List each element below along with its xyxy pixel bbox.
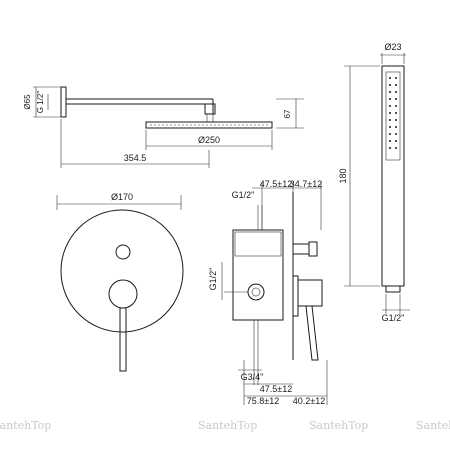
valve-body (232, 229, 284, 321)
mixer-side-view: G1/2" 47.5±12 34.7±12 G1/2" G3/4" 47.5±1… (208, 179, 328, 406)
dim-top-thread: G1/2" (232, 190, 255, 200)
watermark: SantehTop (309, 419, 368, 432)
dim-plate-diameter: Ø170 (111, 192, 133, 202)
mixer-lever (119, 307, 127, 372)
dim-top-depth-a: 47.5±12 (260, 179, 292, 189)
side-cover-plate (292, 275, 299, 317)
dim-arm-length: 354.5 (124, 153, 147, 163)
hand-shower-assembly: Ø23 180 G1/2" (338, 42, 410, 323)
side-outlet (247, 283, 265, 301)
mixer-handle-hub (108, 279, 138, 309)
dim-bottom-depth-b: 75.8±12 (247, 396, 279, 406)
dim-bottom-depth-a: 47.5±12 (260, 384, 292, 394)
side-handle (297, 279, 323, 307)
dim-handle-diameter: Ø23 (384, 42, 401, 52)
rain-shower-head (145, 121, 273, 129)
head-connector (204, 103, 216, 115)
dim-handle-length: 180 (338, 168, 348, 183)
watermark: SantehTop (0, 419, 51, 432)
watermark: SantehTop (198, 419, 257, 432)
hand-shower-thread-end (385, 285, 401, 293)
hand-shower-spray-face (385, 71, 401, 161)
dim-wall-thread: G 1/2" (36, 91, 45, 114)
dim-bottom-thread: G3/4" (241, 372, 264, 382)
dim-top-depth-b: 34.7±12 (290, 179, 322, 189)
dim-head-diameter: Ø250 (198, 135, 220, 145)
watermark: SantehTop (416, 419, 450, 432)
dim-bottom-depth-c: 40.2±12 (293, 396, 325, 406)
dim-head-height: 67 (283, 109, 292, 118)
shower-head-assembly: Ø65 G 1/2" 67 Ø250 354.5 (23, 86, 304, 168)
hand-shower-nozzles (389, 77, 397, 149)
dim-handle-thread: G1/2" (382, 313, 405, 323)
dim-side-thread: G1/2" (208, 268, 218, 291)
mixer-front-view: Ø170 (56, 192, 184, 372)
hand-shower-handle (381, 65, 405, 287)
wall-flange (60, 86, 67, 118)
watermark-row: SantehTop SantehTop SantehTop SantehTop (0, 419, 450, 432)
top-outlet-fitting (292, 243, 310, 255)
dim-wall-flange-diameter: Ø65 (23, 94, 32, 110)
mixer-cover-plate (60, 209, 184, 333)
diverter-knob (115, 244, 131, 260)
